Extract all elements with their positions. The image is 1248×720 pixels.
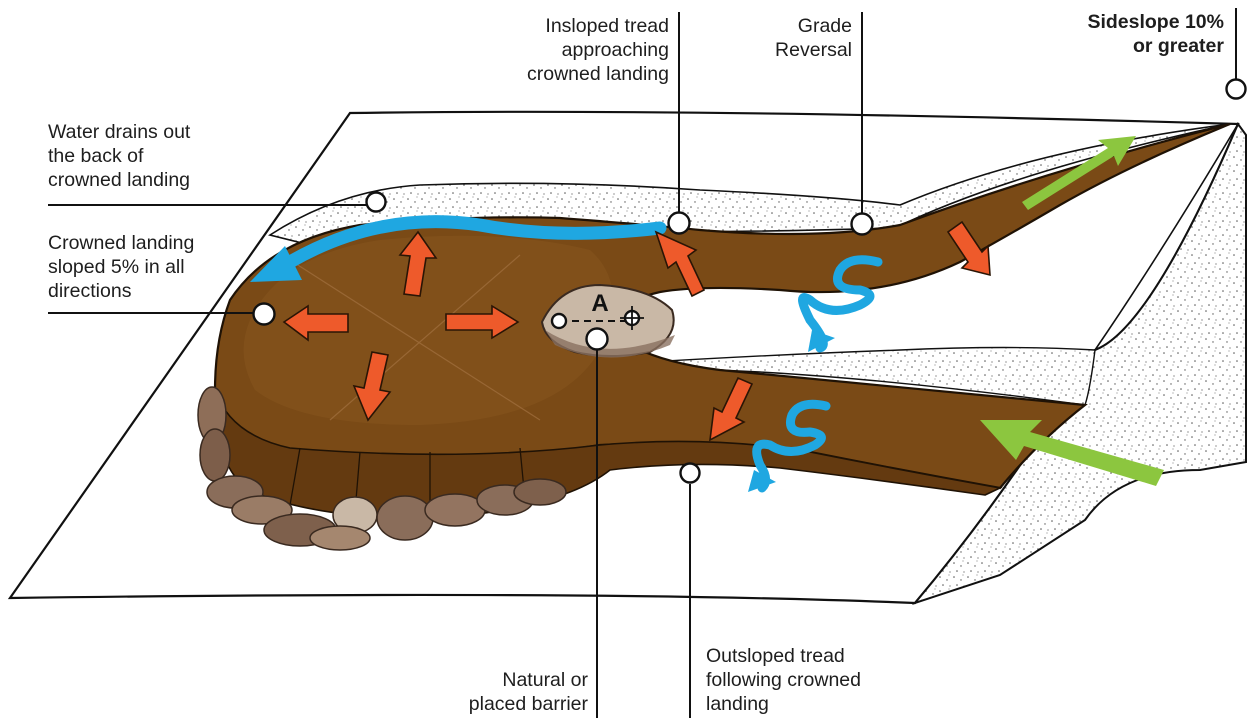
marker-sideslope <box>1227 80 1246 99</box>
label-insloped-tread: Insloped tread approaching crowned landi… <box>527 14 669 86</box>
marker-a-left <box>552 314 566 328</box>
marker-grade-reversal <box>852 214 873 235</box>
label-sideslope: Sideslope 10% or greater <box>1087 10 1224 58</box>
marker-letter-a: A <box>591 290 608 317</box>
marker-insloped <box>669 213 690 234</box>
marker-outsloped <box>681 464 700 483</box>
label-outsloped-tread: Outsloped tread following crowned landin… <box>706 644 861 716</box>
label-grade-reversal: Grade Reversal <box>775 14 852 62</box>
marker-water-drains <box>367 193 386 212</box>
label-natural-barrier: Natural or placed barrier <box>469 668 588 716</box>
marker-crowned-landing <box>254 304 275 325</box>
marker-barrier <box>587 329 608 350</box>
label-crowned-landing: Crowned landing sloped 5% in all directi… <box>48 231 194 303</box>
label-water-drains: Water drains out the back of crowned lan… <box>48 120 190 192</box>
